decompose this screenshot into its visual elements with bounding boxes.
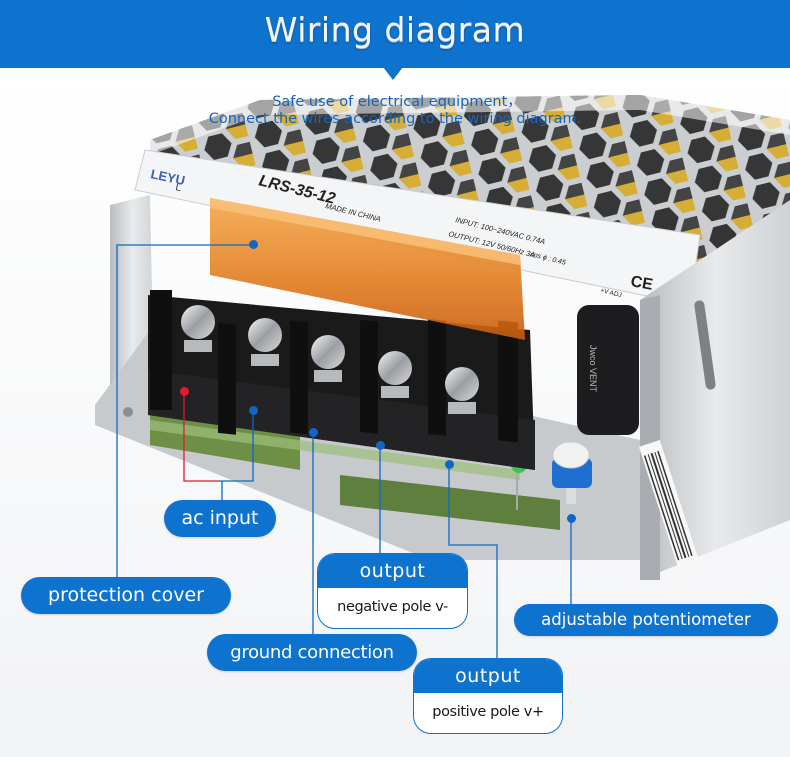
subtitle-line-1: Safe use of electrical equipment， xyxy=(272,94,522,110)
page-title: Wiring diagram xyxy=(264,10,526,49)
label-adjustable-potentiometer: adjustable potentiometer xyxy=(514,604,778,636)
svg-text:Jwco VENT: Jwco VENT xyxy=(588,345,598,393)
protection-cover xyxy=(210,198,525,340)
output-negative-title: output xyxy=(318,554,467,588)
label-ground-connection: ground connection xyxy=(207,634,417,671)
marker-dot-potentiometer xyxy=(567,514,576,523)
output-negative-detail: negative pole v- xyxy=(337,599,448,615)
marker-dot-negative xyxy=(376,441,385,450)
label-ac-input: ac input xyxy=(164,500,276,537)
label-output-positive: output positive pole v+ xyxy=(413,658,563,734)
banner-pointer-icon xyxy=(383,67,403,80)
header-banner: Wiring diagram xyxy=(0,0,790,68)
marker-dot-positive xyxy=(445,460,454,469)
output-positive-title: output xyxy=(414,659,562,693)
subtitle-line-2: Connect the wires according to the wirin… xyxy=(208,111,582,127)
brand-logo: LEYU xyxy=(149,166,186,188)
marker-dot-ac-input-live xyxy=(180,387,189,396)
barcode-sticker xyxy=(643,450,693,561)
terminal-letter: L xyxy=(174,182,182,194)
output-positive-detail: positive pole v+ xyxy=(432,704,544,720)
label-output-negative: output negative pole v- xyxy=(317,553,468,629)
label-protection-cover: protection cover xyxy=(21,577,231,614)
marker-dot-ac-input-neutral xyxy=(249,406,258,415)
marker-dot-ground xyxy=(309,428,318,437)
marker-dot-protection-cover xyxy=(249,240,258,249)
ce-mark: CE xyxy=(629,273,654,294)
